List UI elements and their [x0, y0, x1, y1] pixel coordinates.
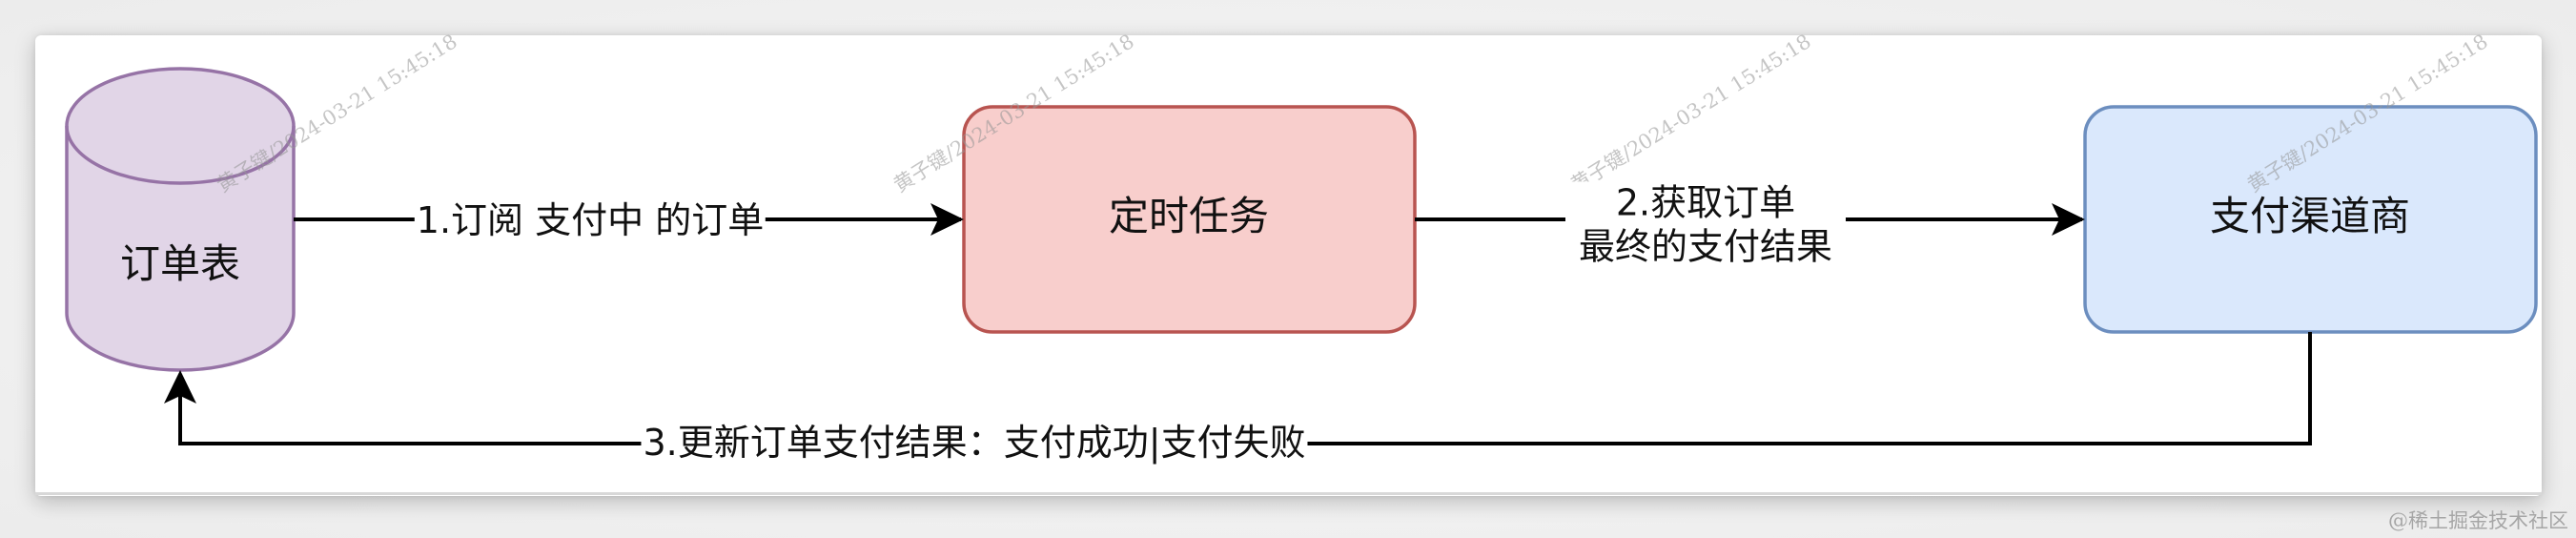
- scheduled-task-label: 定时任务: [1108, 193, 1270, 239]
- edge-step1-label: 1.订阅 支付中 的订单: [414, 199, 767, 243]
- edge-step2-label-line1: 2.获取订单: [1615, 181, 1796, 224]
- source-attribution: @稀土掘金技术社区: [2388, 509, 2568, 532]
- order-table-cylinder[interactable]: [65, 67, 296, 372]
- order-table-label: 订单表: [119, 240, 241, 287]
- canvas-bottom-edge: [35, 492, 2542, 495]
- edge-step2-label: 2.获取订单 最终的支付结果: [1564, 181, 1847, 269]
- edge-step2-label-line2: 最终的支付结果: [1578, 225, 1833, 267]
- payment-channel-label: 支付渠道商: [2209, 193, 2411, 239]
- edge-step3-label: 3.更新订单支付结果：支付成功|支付失败: [641, 422, 1308, 466]
